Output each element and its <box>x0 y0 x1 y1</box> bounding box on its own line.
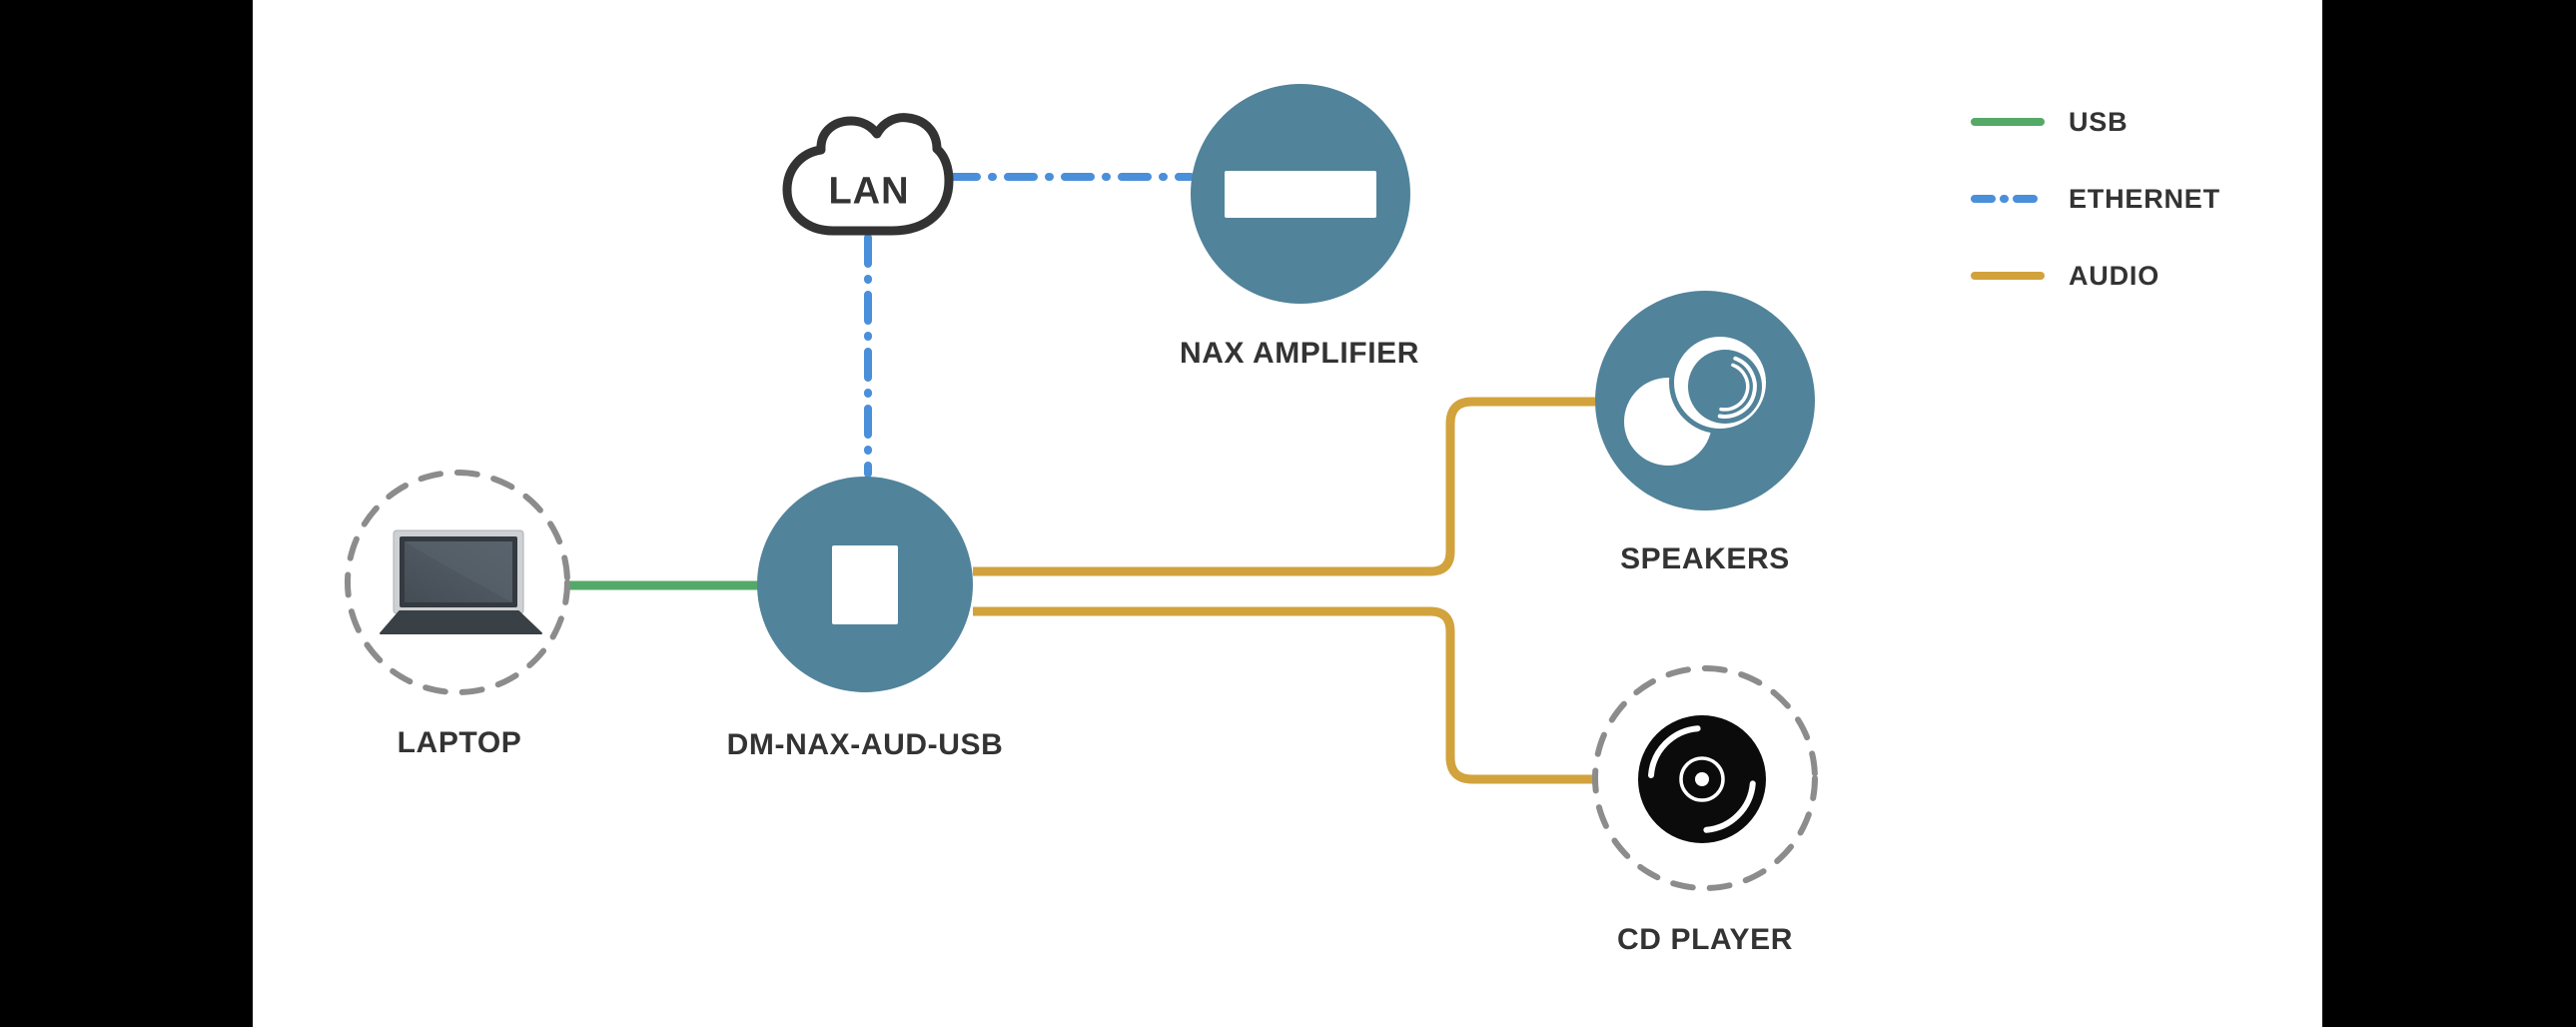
legend: USB ETHERNET AUDIO <box>1970 104 2309 294</box>
legend-item-audio: AUDIO <box>1970 258 2309 294</box>
legend-item-ethernet: ETHERNET <box>1970 181 2309 217</box>
speakers-label: SPEAKERS <box>1620 542 1790 575</box>
dm-nax-aud-usb-glyph <box>832 545 898 624</box>
lan-label: LAN <box>828 170 910 213</box>
dm-nax-aud-usb-node <box>757 477 973 692</box>
dm-nax-aud-usb-label: DM-NAX-AUD-USB <box>726 728 1004 761</box>
legend-label-usb: USB <box>2069 106 2129 137</box>
audio-connection-speakers <box>973 397 1595 576</box>
legend-item-usb: USB <box>1970 104 2309 140</box>
cd-disc-icon <box>1638 715 1766 843</box>
laptop-dashed-circle <box>345 470 570 695</box>
speakers-icon <box>1624 332 1771 466</box>
ethernet-line-sample <box>1971 195 2045 203</box>
legend-label-ethernet: ETHERNET <box>2069 183 2220 214</box>
usb-line-sample <box>1971 118 2045 126</box>
audio-connection-cd-player <box>973 606 1595 784</box>
audio-line-sample <box>1971 272 2045 280</box>
nax-amplifier-glyph <box>1225 171 1376 218</box>
laptop-label: LAPTOP <box>397 726 522 759</box>
legend-label-audio: AUDIO <box>2069 260 2159 291</box>
laptop-icon <box>380 529 542 634</box>
speakers-node <box>1595 291 1815 511</box>
cd-player-dashed-circle <box>1592 665 1818 891</box>
cd-player-label: CD PLAYER <box>1617 923 1793 956</box>
nax-amplifier-label: NAX AMPLIFIER <box>1179 337 1420 370</box>
lan-cloud-icon <box>782 113 954 236</box>
nax-amplifier-node <box>1191 84 1410 304</box>
